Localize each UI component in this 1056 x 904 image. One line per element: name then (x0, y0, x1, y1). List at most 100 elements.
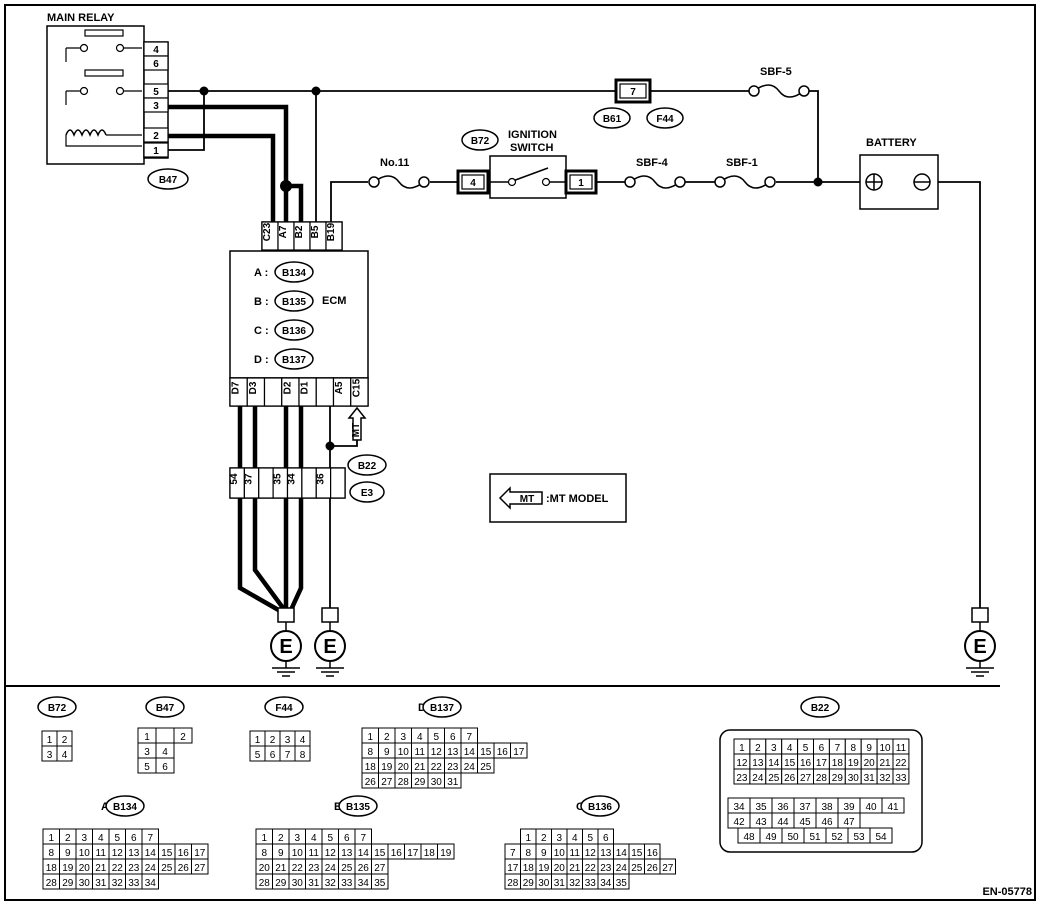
connector-view-pin: 25 (768, 773, 780, 784)
connector-view-pin: 3 (144, 747, 150, 758)
inline-pin-label: 36 (315, 473, 326, 485)
connector-view-pin: 2 (180, 732, 186, 743)
connector-view-pin: 12 (431, 747, 443, 758)
connector-view-pin: 19 (440, 848, 452, 859)
connector-view-pin: 14 (358, 848, 370, 859)
connector-view-pin: 31 (554, 878, 566, 889)
connector-view-pin: 25 (631, 863, 643, 874)
ecm-top-pin-label: B19 (326, 222, 337, 241)
connector-view-cell (477, 757, 495, 774)
connector-view-pin: 7 (466, 732, 472, 743)
connector-view-pin: 26 (784, 773, 796, 784)
connector-view-pin: 28 (259, 878, 271, 889)
connector-view-pin: 48 (743, 832, 755, 843)
connector-view-pin: 32 (569, 878, 581, 889)
connector-view-ellipse (580, 795, 620, 817)
fuse-sbf4: SBF-4 (624, 157, 686, 189)
connector-view-pin: 1 (261, 833, 267, 844)
connector-view-pin: 23 (736, 773, 748, 784)
connector-view-pin: 10 (879, 743, 891, 754)
connector-view-pin: 25 (480, 762, 492, 773)
connector-view-pin: 17 (816, 758, 828, 769)
connector-view-pin: 25 (161, 863, 173, 874)
connector-view-cell (613, 873, 630, 890)
connector-view-pin: 33 (585, 878, 597, 889)
connector-view-pin: 12 (585, 848, 597, 859)
ecm-bottom-pin-label: D3 (248, 381, 259, 394)
connector-view-pin: 15 (480, 747, 492, 758)
connector-view-pin: 27 (800, 773, 812, 784)
connector-view-pin: 45 (799, 817, 811, 828)
connector-view-pin: 10 (398, 747, 410, 758)
relay-pin-box (143, 55, 169, 71)
connector-view-cell (659, 858, 676, 875)
connector-view-pin: 6 (603, 833, 609, 844)
connector-view-cell (510, 742, 528, 759)
connector-view-pin: 4 (572, 833, 578, 844)
connector-view-pin: 19 (381, 762, 393, 773)
connector-view-pin: 2 (541, 833, 547, 844)
connector-view-pin: 7 (510, 848, 516, 859)
connector-view-ellipse (37, 696, 77, 718)
diagram-border (4, 4, 1036, 901)
connector-view-cell (371, 873, 389, 890)
connector-view-name: B137 (430, 703, 454, 714)
connector-view-pin: 34 (733, 802, 745, 813)
connector-view-pin: 23 (128, 863, 140, 874)
connector-view-pin: 34 (358, 878, 370, 889)
ecm-connector-ellipse (274, 348, 314, 370)
connector-view-pin: 2 (755, 743, 761, 754)
connector-view-pin: 30 (79, 878, 91, 889)
ignition-pin-left: 4 (470, 178, 476, 189)
ecm-connector-name: B137 (282, 355, 306, 366)
connector-view-pin: 1 (255, 735, 261, 746)
connector-view-pin: 38 (821, 802, 833, 813)
connector-view-pin: 33 (895, 773, 907, 784)
connector-view-pin: 24 (325, 863, 337, 874)
connector-view-pin: 24 (752, 773, 764, 784)
battery: BATTERY (859, 137, 939, 210)
connector-view-pin: 5 (327, 833, 333, 844)
connector-view-pin: 47 (843, 817, 855, 828)
connector-view-pin: 28 (398, 777, 410, 788)
fuse-sbf1-label: SBF-1 (726, 157, 758, 169)
connector-view-pin: 24 (145, 863, 157, 874)
connector-view-name: F44 (275, 703, 293, 714)
connector-view-pin: 52 (831, 832, 843, 843)
connector-view-pin: 37 (799, 802, 811, 813)
connector-view-ellipse (264, 696, 304, 718)
mt-arrow-label: MT (351, 423, 362, 437)
inline-pin-label: 35 (272, 473, 283, 485)
ignition-pin-right: 1 (578, 178, 584, 189)
connector-view-pin: 10 (554, 848, 566, 859)
connector-view-pin: 28 (507, 878, 519, 889)
connector-view-cell (155, 757, 175, 774)
relay-pin-label: 4 (153, 45, 159, 56)
connector-view-pin: 22 (585, 863, 597, 874)
f44-ref (646, 107, 684, 129)
ground-symbol: E (270, 607, 302, 677)
ground-label: E (323, 636, 336, 658)
connector-view-pin: 10 (79, 848, 91, 859)
ecm-connector-name: B136 (282, 326, 306, 337)
connector-view-pin: 14 (616, 848, 628, 859)
ground-symbol: E (314, 607, 346, 677)
connector-view-pin: 16 (497, 747, 509, 758)
fuse-sbf4-label: SBF-4 (636, 157, 669, 169)
connector-view-pin: 22 (895, 758, 907, 769)
connector-view-name: B134 (113, 802, 137, 813)
connector-view-pin: 11 (309, 848, 320, 859)
connector-view-pin: 18 (365, 762, 377, 773)
connector-view-ellipse (422, 696, 462, 718)
ground-symbol: E (964, 607, 996, 677)
ecm-connector-letter: B : (254, 296, 269, 308)
connector-view-pin: 3 (285, 735, 291, 746)
connector-view-pin: 21 (275, 863, 287, 874)
connector-view-pin: 30 (431, 777, 443, 788)
connector-view-pin: 29 (523, 878, 535, 889)
